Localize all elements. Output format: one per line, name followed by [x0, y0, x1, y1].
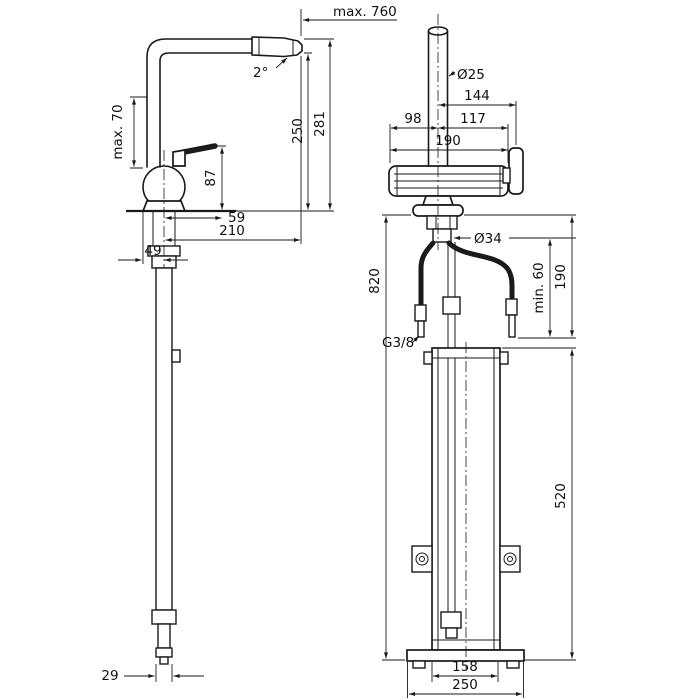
box-hose-end-tip — [445, 627, 458, 639]
supply-hose-left — [418, 240, 436, 308]
dim-190-right-label: 190 — [553, 264, 569, 290]
dim-49-label: 49 — [144, 243, 161, 259]
mount-hole-right-inner — [507, 556, 513, 562]
pullout-hose-front — [447, 242, 456, 348]
mount-hole-right — [503, 552, 517, 566]
pullout-hose-bar — [155, 267, 173, 611]
shank-nut — [426, 215, 458, 230]
dim-117-label: 117 — [460, 111, 486, 127]
mounting-box — [406, 347, 525, 669]
dim-210-label: 210 — [219, 223, 245, 239]
handle-front — [508, 147, 524, 195]
hose-left-fitting — [414, 304, 427, 322]
pullout-hose-connector — [442, 296, 461, 315]
mount-hole-left-inner — [419, 556, 425, 562]
hose-left-thread — [417, 320, 425, 338]
box-top-screw-left — [423, 351, 433, 365]
dim-144-label: 144 — [464, 88, 490, 104]
dim-min60-label: min. 60 — [531, 262, 547, 313]
faucet-side-outline — [141, 36, 303, 212]
faucet-front-outline — [388, 26, 524, 243]
front-view: Ø25 144 98 117 190 Ø34 820 min. 60 190 G… — [367, 14, 576, 698]
front-extension-lines — [382, 101, 576, 698]
spray-end-cap — [155, 647, 173, 658]
dim-820-label: 820 — [367, 268, 383, 294]
spout-front-louvers — [394, 167, 503, 195]
mount-tab-right — [499, 545, 521, 573]
dim-520-label: 520 — [553, 483, 569, 509]
base-plate — [406, 649, 525, 662]
dim-o34-label: Ø34 — [474, 231, 502, 247]
dim-190-top-label: 190 — [435, 133, 461, 149]
spout-pipe-outer — [146, 38, 253, 168]
hose-clip — [171, 349, 181, 363]
dim-250-label: 250 — [290, 118, 306, 144]
spray-end-tip — [159, 656, 169, 665]
hose-end-pipe — [157, 623, 171, 649]
dim-line-g38-leader — [411, 335, 420, 344]
base-foot-left — [412, 660, 426, 669]
dim-g38-label: G3/8 — [382, 335, 414, 351]
supply-hose-right — [446, 240, 515, 302]
box-inner-walls — [432, 348, 500, 650]
dim-max70-label: max. 70 — [110, 104, 126, 159]
spout-pipe-inner — [159, 52, 253, 168]
hose-right-thread — [508, 314, 516, 338]
connection-hoses — [414, 240, 518, 348]
box-top-screw-right — [499, 351, 509, 365]
side-extension-lines — [130, 9, 334, 682]
dim-o25-label: Ø25 — [457, 67, 485, 83]
dim-line-angle-leader — [275, 57, 288, 69]
dim-98-label: 98 — [404, 111, 421, 127]
dim-line-o25-leader — [448, 70, 456, 77]
side-view: max. 760 2° 250 281 max. 70 87 59 210 49… — [101, 4, 397, 684]
spray-head-joints — [251, 37, 294, 56]
mount-hole-left — [415, 552, 429, 566]
hose-lower-fitting — [151, 609, 177, 625]
dim-59-label: 59 — [228, 210, 245, 226]
box-inner-hose — [447, 358, 456, 612]
box-hose-end-fitting — [440, 611, 462, 629]
spray-head — [251, 36, 303, 58]
handle-joint — [502, 167, 511, 184]
dim-angle-label: 2° — [253, 65, 268, 81]
dim-87-label: 87 — [203, 169, 219, 186]
hose-right-fitting — [505, 298, 518, 316]
under-counter-assembly — [147, 211, 181, 665]
mount-tab-left — [411, 545, 433, 573]
base-foot-right — [506, 660, 520, 669]
pipe-front — [427, 30, 449, 167]
shank-front — [432, 228, 452, 243]
dim-281-label: 281 — [312, 111, 328, 137]
handle-pin — [172, 148, 186, 167]
dim-29-label: 29 — [101, 668, 118, 684]
shank-nut-facets — [435, 216, 451, 229]
dim-250-bottom-label: 250 — [452, 677, 478, 693]
dim-158-label: 158 — [452, 659, 478, 675]
dim-max760-label: max. 760 — [333, 4, 397, 20]
